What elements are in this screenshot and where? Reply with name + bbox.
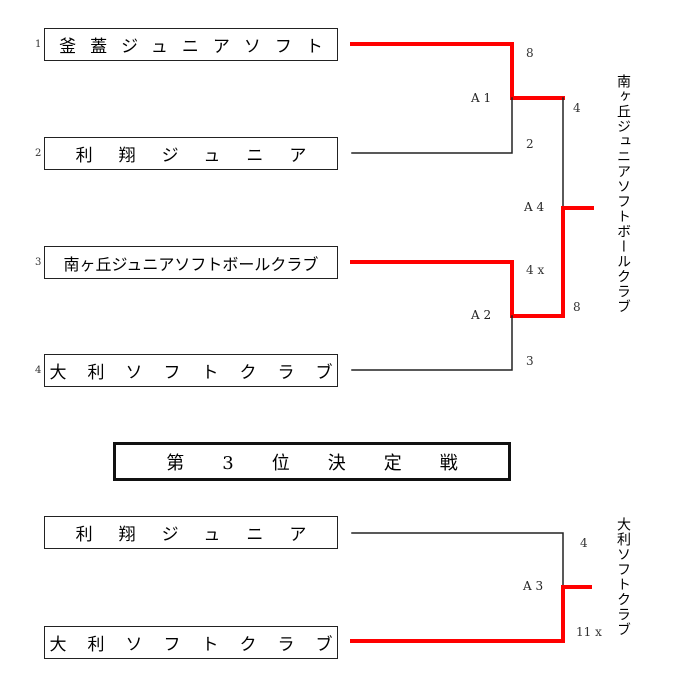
- match-label: A 1: [471, 91, 492, 105]
- team-box-4: 大利ソフトクラブ: [44, 354, 338, 387]
- third-team-box-1: 利翔ジュニア: [44, 516, 338, 549]
- line-a4-winner: [561, 206, 594, 318]
- seed-number: 3: [35, 257, 42, 268]
- line-3rd-winner: [350, 585, 592, 643]
- score: 4: [573, 101, 581, 115]
- third-place-title: 第3位決定戦: [113, 442, 511, 481]
- team-box-3: 南ヶ丘ジュニアソフトボールクラブ: [44, 246, 338, 279]
- score: 11 x: [576, 625, 602, 639]
- line-team4: [351, 315, 513, 371]
- champion-name: 南ヶ丘ジュニアソフトボールクラブ: [615, 74, 631, 314]
- score: 4 x: [526, 263, 545, 277]
- score: 8: [526, 46, 534, 60]
- line-team2: [351, 97, 513, 154]
- match-label: A 4: [524, 200, 545, 214]
- match-label: A 2: [471, 308, 492, 322]
- line-team3: [350, 260, 565, 318]
- team-box-1: 釜蓋ジュニアソフト: [44, 28, 338, 61]
- seed-number: 1: [35, 39, 42, 50]
- team-box-2: 利翔ジュニア: [44, 137, 338, 170]
- line-3rd-top: [351, 532, 564, 588]
- score: 3: [526, 354, 534, 368]
- third-team-box-2: 大利ソフトクラブ: [44, 626, 338, 659]
- seed-number: 2: [35, 148, 42, 159]
- seed-number: 4: [35, 365, 42, 376]
- score: 4: [580, 536, 588, 550]
- third-place-winner: 大利ソフトクラブ: [615, 517, 631, 637]
- match-label: A 3: [523, 579, 544, 593]
- score: 8: [573, 300, 581, 314]
- line-team1: [350, 42, 565, 100]
- score: 2: [526, 137, 534, 151]
